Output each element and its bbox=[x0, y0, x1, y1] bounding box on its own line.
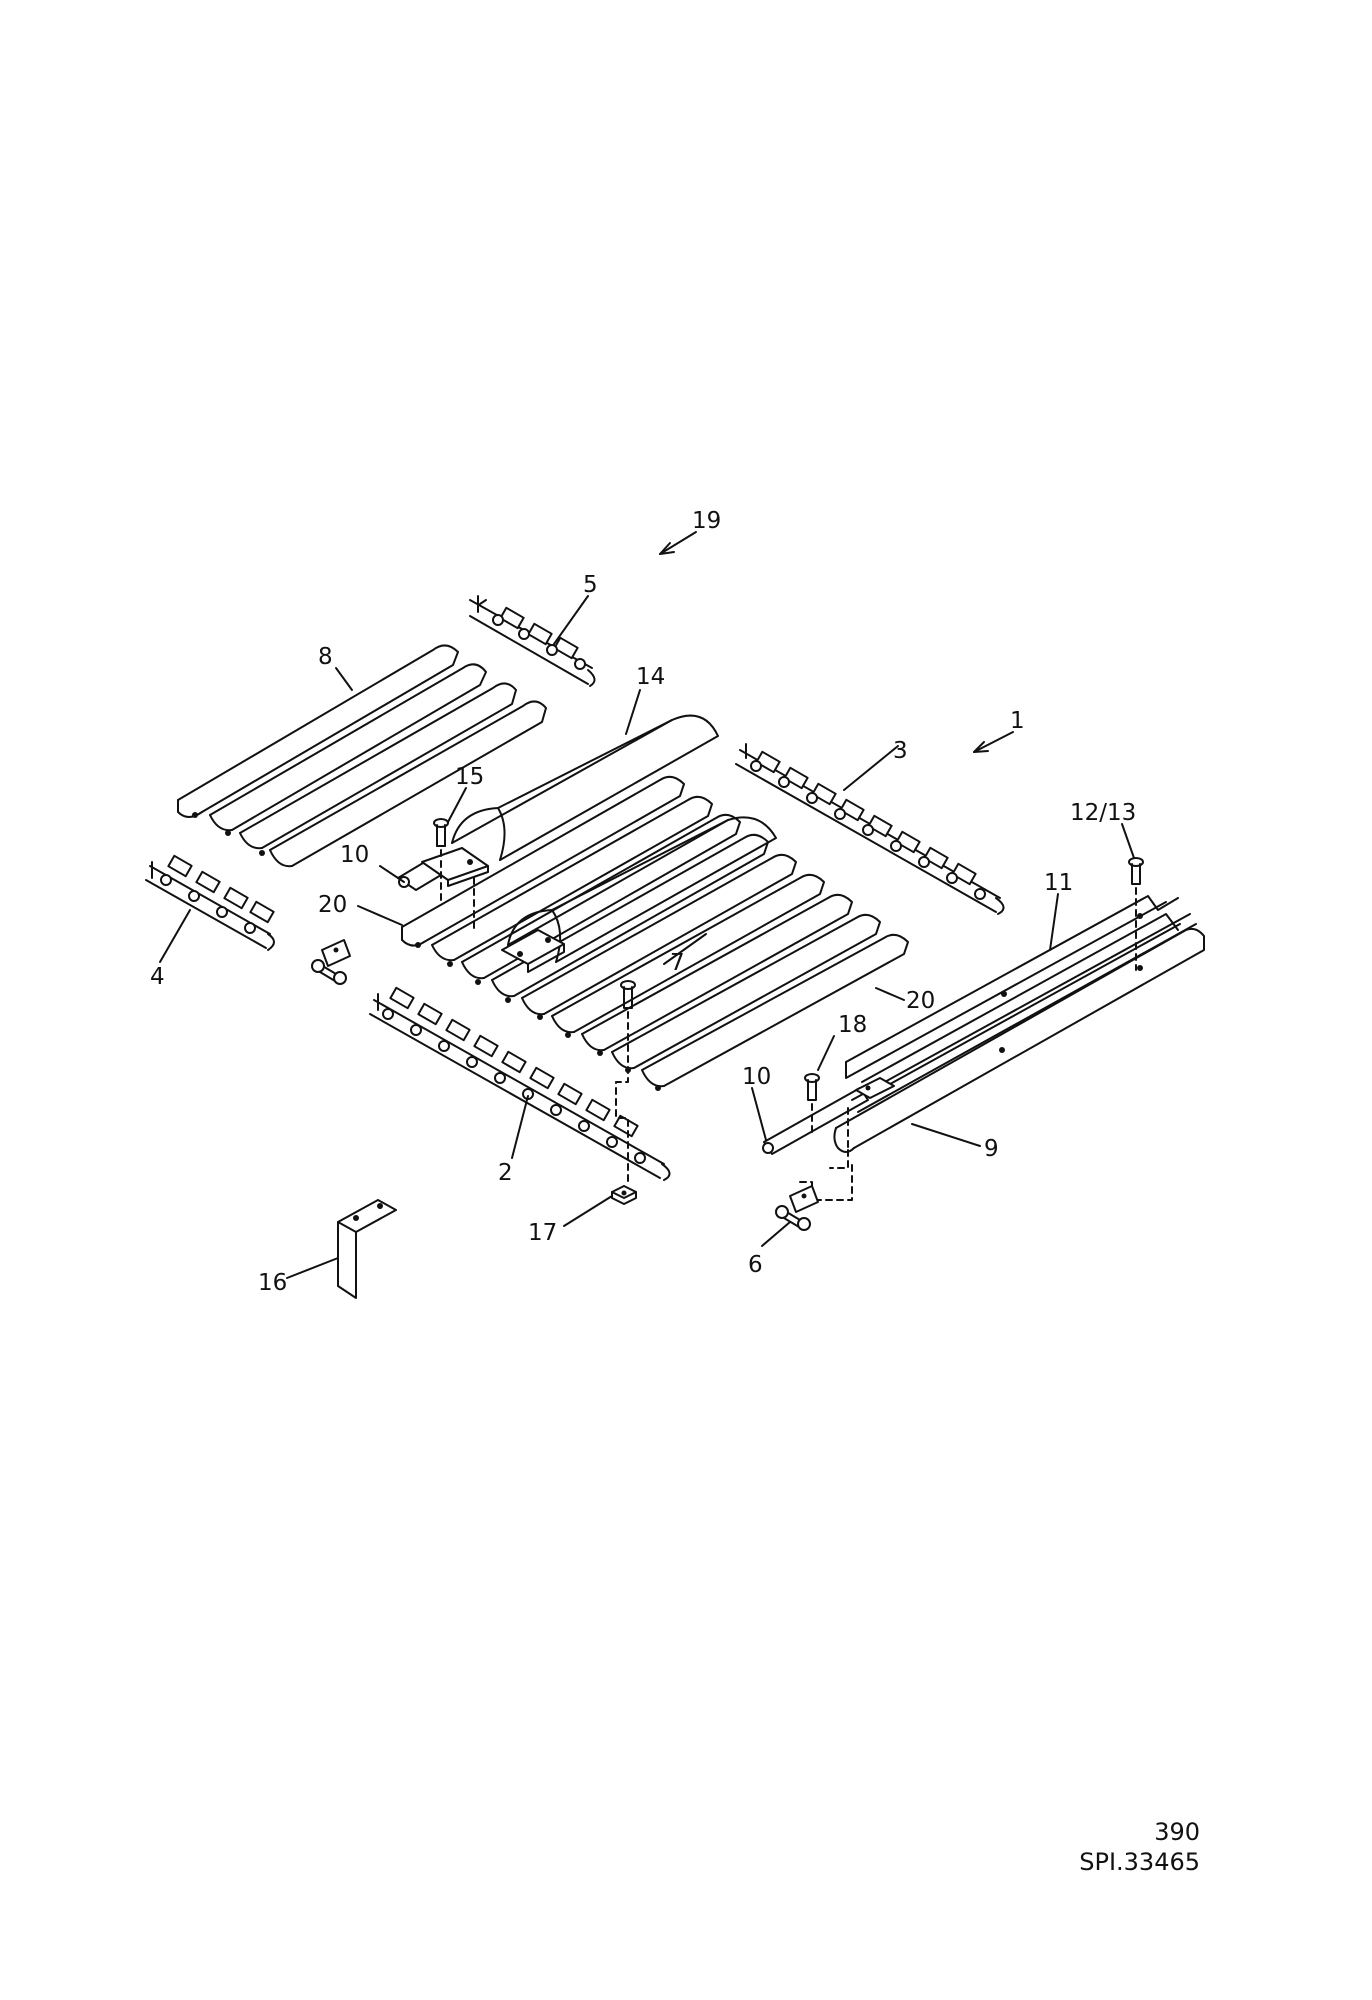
part-8-trough-guide bbox=[177, 644, 547, 868]
drawing-reference: SPI.33465 bbox=[1079, 1848, 1200, 1876]
callout-20-right: 20 bbox=[906, 988, 935, 1014]
callout-12-13: 12/13 bbox=[1070, 800, 1136, 826]
callout-17: 17 bbox=[528, 1220, 557, 1246]
part-15-bolt bbox=[433, 818, 475, 931]
callout-16: 16 bbox=[258, 1270, 287, 1296]
part-7-bracket bbox=[501, 929, 565, 973]
callout-10-left: 10 bbox=[340, 842, 369, 868]
callout-8: 8 bbox=[318, 644, 333, 670]
callout-9: 9 bbox=[984, 1136, 999, 1162]
leader-lines bbox=[159, 531, 1135, 1279]
part-18-bolt bbox=[804, 1073, 849, 1151]
callout-20-left: 20 bbox=[318, 892, 347, 918]
callout-1: 1 bbox=[1010, 708, 1025, 734]
callout-10-right: 10 bbox=[742, 1064, 771, 1090]
callout-15: 15 bbox=[455, 764, 484, 790]
part-3-chain bbox=[735, 743, 1005, 915]
callout-3: 3 bbox=[893, 738, 908, 764]
page-number: 390 bbox=[1154, 1818, 1200, 1846]
callout-6: 6 bbox=[748, 1252, 763, 1278]
callout-4: 4 bbox=[150, 964, 165, 990]
part-12-13-bolt bbox=[1128, 857, 1144, 971]
part-9-rail bbox=[833, 913, 1205, 1153]
callout-19: 19 bbox=[692, 508, 721, 534]
part-16-angle-bracket bbox=[337, 1199, 397, 1299]
part-2-chain bbox=[369, 986, 671, 1181]
callout-2: 2 bbox=[498, 1160, 513, 1186]
callout-7: 7 bbox=[670, 950, 685, 976]
part-11-rail bbox=[845, 895, 1181, 1095]
part-4-chain-segment bbox=[145, 854, 275, 951]
callout-labels: 19 5 8 14 1 3 15 12/13 10 11 20 7 4 20 1… bbox=[150, 508, 1136, 1296]
part-10-link-bar-right bbox=[762, 1077, 895, 1155]
callout-14: 14 bbox=[636, 664, 665, 690]
part-6-connecting-link bbox=[775, 1149, 853, 1231]
part-5-chain-segment bbox=[469, 595, 596, 687]
callout-5: 5 bbox=[583, 572, 598, 598]
callout-11: 11 bbox=[1044, 870, 1073, 896]
part-20-trough-bank bbox=[401, 775, 909, 1091]
part-10-link-bar-left bbox=[397, 847, 489, 891]
callout-18: 18 bbox=[838, 1012, 867, 1038]
connecting-link-left bbox=[311, 939, 351, 985]
